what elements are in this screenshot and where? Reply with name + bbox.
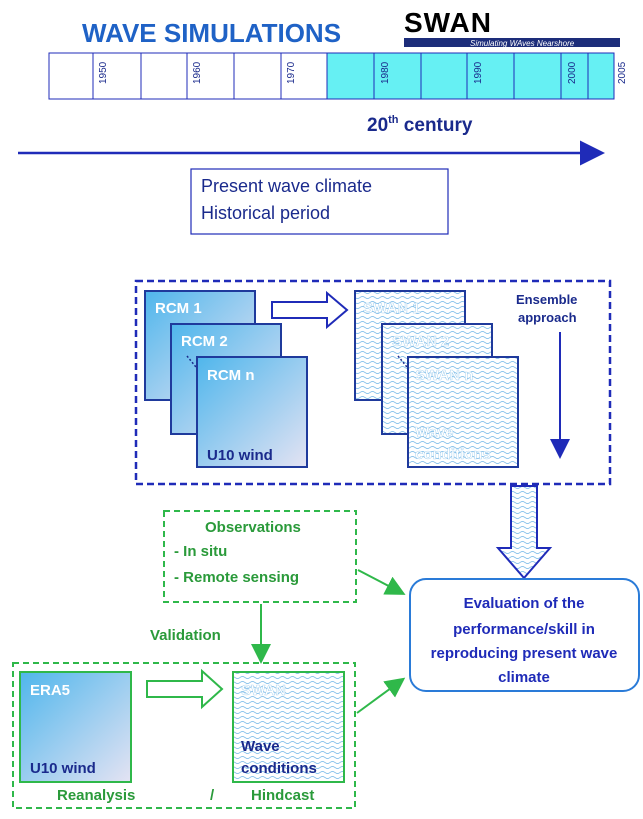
era5-box: ERA5 U10 wind xyxy=(19,671,132,783)
observations-item1: - In situ xyxy=(174,543,227,560)
ensemble-to-evaluation-arrow xyxy=(495,485,553,580)
evaluation-line2: performance/skill in xyxy=(453,621,595,638)
swan-logo-tagline: Simulating WAves Nearshore xyxy=(470,39,575,48)
year-label: 1950 xyxy=(98,61,109,84)
ensemble-line1: Ensemble xyxy=(516,292,577,307)
evaluation-line3: reproducing present wave xyxy=(431,645,618,662)
century-label: 20th century xyxy=(367,114,473,136)
rcm-label-2: RCM 2 xyxy=(181,333,228,350)
rcm-label-n: RCM n xyxy=(207,367,255,384)
ensemble-container xyxy=(134,279,612,486)
swan-label-1: SWAN 1 xyxy=(363,300,421,317)
present-climate-box: Present wave climate Historical period xyxy=(190,168,449,235)
era5-to-swan-arrow xyxy=(146,668,224,710)
present-line1: Present wave climate xyxy=(201,176,372,196)
hindcast-to-evaluation-arrow xyxy=(356,677,406,714)
swan-label-n: SWAN n xyxy=(415,367,473,384)
hindcast-label: Hindcast xyxy=(251,787,314,804)
century-suffix: century xyxy=(399,115,473,136)
reanalysis-label: Reanalysis xyxy=(57,787,135,804)
ensemble-line2: approach xyxy=(518,310,577,325)
present-line2: Historical period xyxy=(201,203,330,223)
rcm-label-1: RCM 1 xyxy=(155,300,202,317)
swan-hindcast-label: SWAN xyxy=(241,682,286,699)
validation-label: Validation xyxy=(150,627,221,644)
year-label: 2000 xyxy=(567,61,578,84)
century-number: 20 xyxy=(367,115,388,136)
evaluation-line4: climate xyxy=(498,669,550,686)
evaluation-line1: Evaluation of the xyxy=(464,595,585,612)
swan-box-n xyxy=(407,356,519,468)
rcm-wind: U10 wind xyxy=(207,447,273,464)
rcm-box-n xyxy=(196,356,308,468)
rcm-stack: RCM 1 RCM 2 RCM n U10 wind xyxy=(144,290,308,468)
swan-wave-2: conditions xyxy=(415,446,491,463)
swan-hindcast-wave2: conditions xyxy=(241,760,317,777)
swan-hindcast-wave1: Wave xyxy=(241,738,280,755)
swan-label-2: SWAN 2 xyxy=(392,333,450,350)
year-label: 1990 xyxy=(473,61,484,84)
timeline: 1950 1960 1970 1980 1990 2000 2005 xyxy=(48,52,628,100)
observations-item2: - Remote sensing xyxy=(174,569,299,586)
year-label: 1970 xyxy=(286,61,297,84)
observations-title: Observations xyxy=(205,519,301,536)
observations-box: Observations - In situ - Remote sensing xyxy=(163,510,357,603)
hindcast-container xyxy=(12,662,356,809)
rcm-to-swan-arrow xyxy=(271,290,349,330)
evaluation-box: Evaluation of the performance/skill in r… xyxy=(409,578,640,692)
title: WAVE SIMULATIONS xyxy=(82,18,341,48)
slash-label: / xyxy=(210,787,215,804)
year-label: 1960 xyxy=(192,61,203,84)
era5-label: ERA5 xyxy=(30,682,70,699)
observations-to-evaluation-arrow xyxy=(357,569,406,595)
year-label: 2005 xyxy=(617,61,628,84)
swan-ensemble-stack: SWAN 1 SWAN 2 SWAN n Wave conditions xyxy=(354,290,519,468)
swan-logo: SWAN Simulating WAves Nearshore xyxy=(404,7,620,48)
swan-wave-1: Wave xyxy=(415,424,454,441)
year-label: 1980 xyxy=(380,61,391,84)
swan-hindcast-box: SWAN Wave conditions xyxy=(232,671,345,783)
century-sup: th xyxy=(388,114,399,126)
era5-wind: U10 wind xyxy=(30,760,96,777)
swan-logo-text: SWAN xyxy=(404,7,492,38)
